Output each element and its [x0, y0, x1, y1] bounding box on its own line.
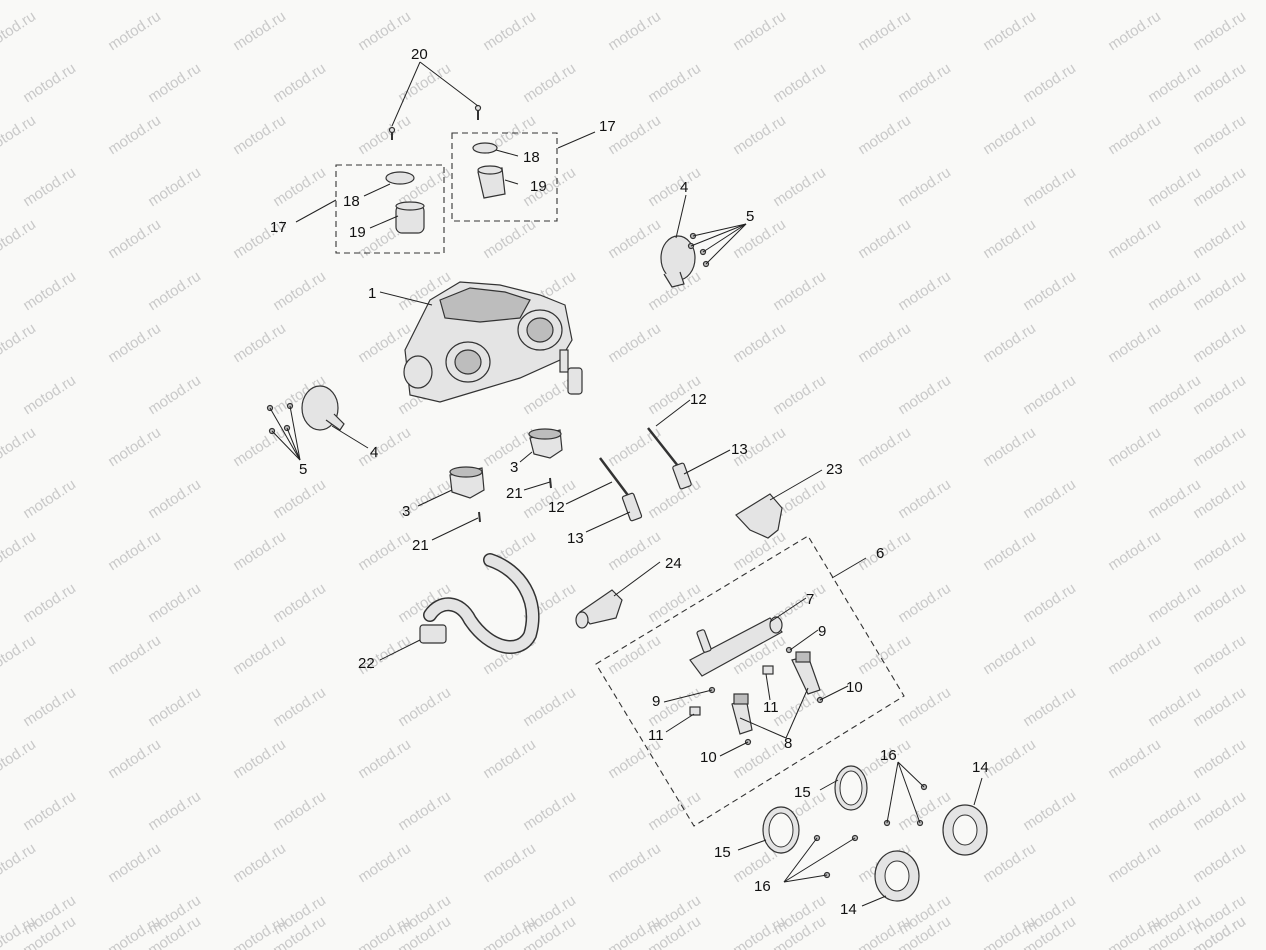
kit-box-17-left [335, 164, 445, 254]
callout-15-upper: 15 [794, 784, 811, 801]
part-23-bracket [735, 493, 783, 539]
kit-box-6-fuel-rail [595, 535, 905, 827]
part-8-injector-right [791, 651, 821, 695]
callout-22: 22 [358, 655, 375, 672]
callout-10-right: 10 [846, 679, 863, 696]
callout-19-left: 19 [349, 224, 366, 241]
kit-box-17-right [451, 132, 558, 222]
callout-5-lower: 5 [299, 461, 307, 478]
callout-8: 8 [784, 735, 792, 752]
callout-21-upper: 21 [506, 485, 523, 502]
part-22-hose [419, 553, 540, 654]
callout-3-upper: 3 [510, 459, 518, 476]
callout-23: 23 [826, 461, 843, 478]
callout-24: 24 [665, 555, 682, 572]
part-21-pin-upper [549, 477, 552, 489]
part-21-pin-lower [478, 511, 481, 523]
callout-3-lower: 3 [402, 503, 410, 520]
callout-9-left: 9 [652, 693, 660, 710]
part-7-fuel-rail [689, 616, 783, 677]
part-19-cover-left [395, 201, 425, 234]
callout-16-lower: 16 [754, 878, 771, 895]
part-14-flange-left [874, 850, 920, 902]
callout-7: 7 [806, 591, 814, 608]
callout-18-left: 18 [343, 193, 360, 210]
callout-4-upper: 4 [680, 179, 688, 196]
callout-14-left: 14 [840, 901, 857, 918]
callout-20: 20 [411, 46, 428, 63]
callout-12-right: 12 [690, 391, 707, 408]
part-24-connector [575, 589, 623, 629]
part-20-pin-right [474, 104, 482, 120]
part-12-13-sensor-right [647, 427, 692, 490]
callout-6: 6 [876, 545, 884, 562]
part-11-clip-right [762, 665, 774, 675]
callout-4-lower: 4 [370, 444, 378, 461]
callout-labels: 20 17 18 19 18 17 19 1 4 5 4 5 3 3 21 21… [270, 46, 989, 918]
callout-17-left: 17 [270, 219, 287, 236]
part-4-cover-plate-lower [301, 385, 345, 431]
part-15-clamp-upper [834, 765, 868, 811]
callout-18-right: 18 [523, 149, 540, 166]
callout-5-upper: 5 [746, 208, 754, 225]
callout-11-left: 11 [648, 727, 664, 744]
part-18-ring-right [472, 142, 498, 154]
callout-12-left: 12 [548, 499, 565, 516]
callout-13-right: 13 [731, 441, 748, 458]
callout-11-right: 11 [763, 699, 779, 716]
part-9-oring-right [785, 646, 793, 654]
part-4-cover-plate-upper [660, 235, 696, 288]
part-3-cap-upper [528, 428, 563, 459]
callout-19-right: 19 [530, 178, 547, 195]
callout-15-lower: 15 [714, 844, 731, 861]
callout-1: 1 [368, 285, 376, 302]
part-5-screws-lower [266, 402, 294, 435]
leader-lines [269, 61, 983, 907]
callout-9-right: 9 [818, 623, 826, 640]
callout-21-lower: 21 [412, 537, 429, 554]
callout-17-right: 17 [599, 118, 616, 135]
part-8-injector-left [731, 693, 753, 735]
part-20-pin-left [388, 126, 396, 140]
part-11-clip-left [689, 706, 701, 716]
part-14-flange-right [942, 804, 988, 856]
callout-13-left: 13 [567, 530, 584, 547]
part-3-cap-lower [449, 466, 485, 499]
part-19-cover-right [477, 165, 506, 199]
part-18-ring-left [385, 171, 415, 185]
callout-14-right: 14 [972, 759, 989, 776]
part-1-throttle-body [403, 281, 583, 403]
callout-10-left: 10 [700, 749, 717, 766]
part-15-clamp-lower [762, 806, 800, 854]
callout-16-upper: 16 [880, 747, 897, 764]
part-12-13-sensor-left [599, 457, 643, 522]
